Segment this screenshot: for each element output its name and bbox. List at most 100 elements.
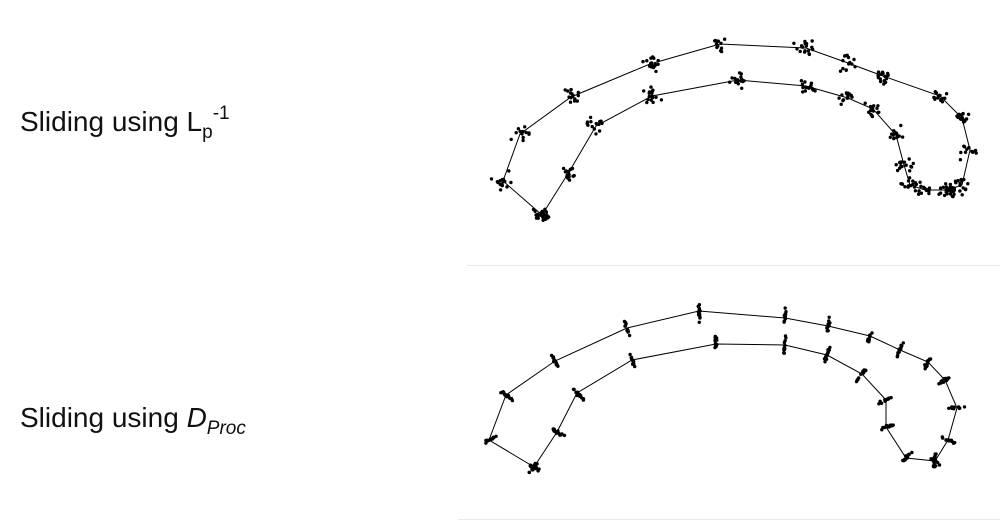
landmark-point — [825, 329, 829, 333]
landmark-point — [808, 84, 813, 89]
landmark-point — [904, 454, 908, 458]
landmark-point — [659, 98, 664, 102]
landmark-point — [881, 70, 885, 75]
landmark-point — [948, 192, 953, 196]
landmark-point — [907, 176, 912, 180]
landmark-point — [893, 130, 897, 134]
landmark-point — [649, 85, 653, 89]
landmark-point — [891, 133, 895, 137]
landmark-point — [571, 387, 576, 391]
landmark-point — [783, 313, 787, 317]
landmark-point — [974, 151, 978, 155]
landmark-point — [847, 62, 851, 66]
landmark-point — [875, 106, 879, 111]
landmark-point — [844, 91, 849, 95]
landmark-point — [827, 315, 831, 319]
landmark-point — [716, 39, 720, 43]
landmark-point — [590, 124, 594, 129]
landmark-point — [867, 333, 872, 338]
landmark-point — [571, 94, 575, 99]
landmark-point — [697, 303, 702, 307]
landmark-point — [876, 70, 881, 74]
landmark-point — [961, 117, 965, 122]
landmark-point — [500, 177, 504, 182]
inner-curve-bottom — [533, 343, 936, 468]
landmark-point — [654, 95, 658, 100]
landmark-point — [736, 82, 740, 86]
landmark-point — [916, 192, 921, 196]
landmark-point — [884, 74, 889, 79]
landmark-point — [561, 166, 566, 171]
landmark-point — [959, 177, 963, 182]
landmark-point — [654, 69, 658, 74]
landmark-point — [546, 215, 551, 219]
landmark-point — [495, 180, 500, 184]
landmark-point — [782, 320, 786, 324]
landmark-point — [804, 85, 808, 90]
landmark-point — [803, 89, 807, 93]
landmark-point — [912, 185, 917, 189]
landmark-point — [864, 368, 868, 373]
landmark-point — [924, 363, 928, 367]
landmark-point — [576, 93, 580, 98]
landmark-point — [901, 341, 905, 345]
landmark-point — [698, 312, 702, 317]
landmark-point — [651, 100, 655, 105]
landmark-point — [652, 56, 656, 60]
landmark-point — [544, 210, 549, 214]
landmark-point — [803, 80, 807, 84]
landmark-point — [958, 189, 962, 193]
landmark-point — [628, 352, 632, 357]
landmark-point — [932, 95, 936, 100]
landmark-point — [518, 129, 522, 134]
landmark-point — [540, 210, 545, 215]
landmark-point — [841, 98, 845, 103]
landmark-point — [803, 39, 807, 44]
landmark-point — [867, 338, 871, 343]
landmark-point — [698, 316, 702, 320]
landmark-point — [827, 324, 831, 328]
landmark-point — [904, 456, 908, 461]
panel-label-bottom-symbol: D — [186, 402, 207, 433]
landmark-point — [938, 186, 943, 190]
landmark-point — [783, 317, 788, 321]
landmark-point — [645, 59, 649, 63]
landmark-point — [878, 399, 882, 403]
landmark-point — [962, 144, 966, 148]
landmark-point — [878, 79, 883, 84]
landmark-point — [951, 186, 955, 190]
landmark-point — [528, 464, 532, 468]
landmark-point — [854, 379, 859, 384]
landmark-point — [651, 95, 655, 100]
landmark-point — [798, 49, 802, 54]
panel-label-top-subscript: p — [202, 122, 213, 143]
landmark-point — [733, 76, 737, 81]
landmark-point — [569, 87, 573, 92]
landmark-point — [937, 463, 942, 467]
landmark-point — [626, 329, 630, 334]
landmark-point — [576, 90, 580, 95]
landmark-point — [841, 66, 845, 71]
panel-label-bottom-text: Sliding using — [20, 402, 187, 433]
landmark-point — [719, 41, 723, 45]
landmark-point — [646, 97, 650, 102]
landmark-point — [863, 101, 867, 105]
landmark-point — [927, 186, 932, 190]
landmark-point — [653, 64, 657, 68]
landmark-point — [563, 88, 567, 92]
landmark-point — [852, 57, 856, 62]
landmark-point — [713, 38, 718, 43]
landmark-point — [853, 65, 857, 69]
landmark-point — [783, 306, 787, 310]
landmark-point — [850, 62, 854, 66]
landmark-point — [924, 188, 929, 192]
landmark-point — [839, 102, 843, 107]
landmark-point — [850, 95, 854, 99]
landmark-point — [575, 99, 579, 103]
landmark-point — [489, 177, 494, 181]
landmark-point — [922, 185, 926, 189]
landmark-point — [649, 98, 653, 102]
landmark-point — [939, 379, 943, 384]
landmark-point — [953, 179, 958, 183]
